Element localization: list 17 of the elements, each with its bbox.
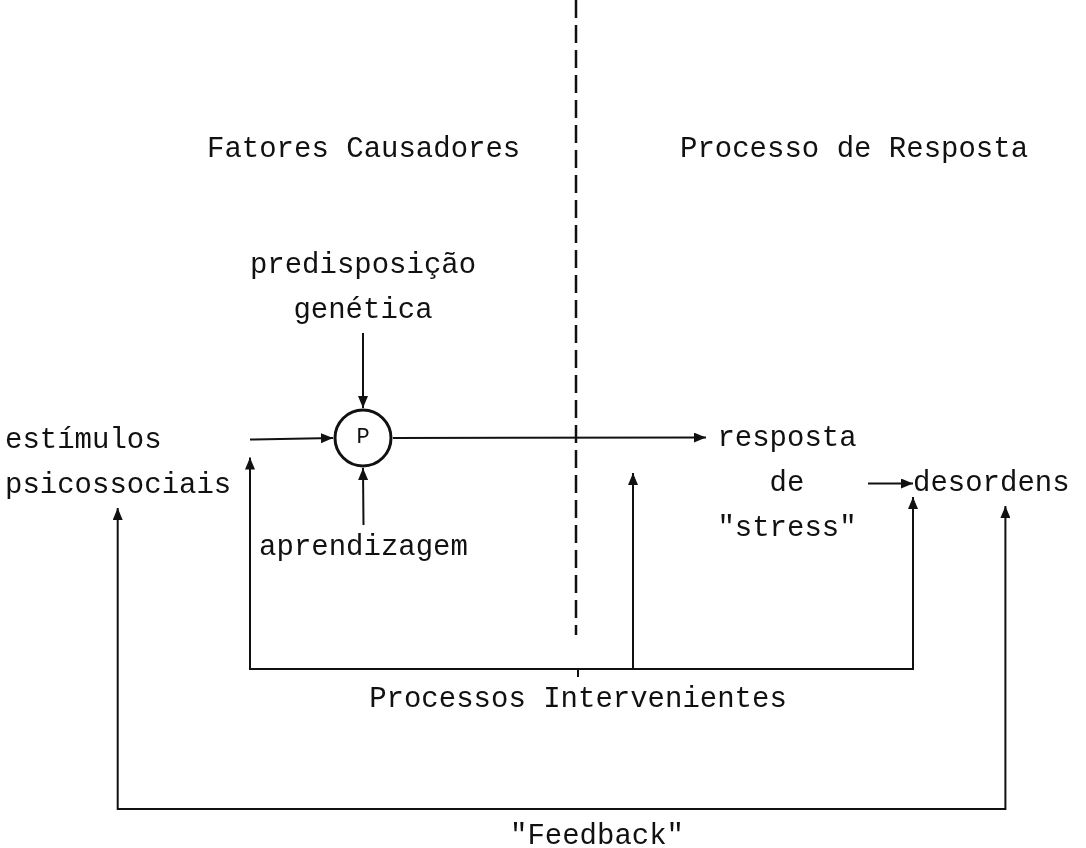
section-heading: Fatores Causadores (207, 132, 521, 168)
node-label: estímulos psicossociais (5, 418, 250, 508)
node-label: P (356, 426, 370, 450)
node-label: resposta de "stress" (706, 416, 868, 551)
arrow (392, 432, 707, 443)
section-heading: Processo de Resposta (680, 132, 1029, 168)
node-label: desordens (913, 461, 1081, 506)
node-label: predisposição genética (230, 243, 496, 333)
arrow (249, 433, 334, 444)
arrow (358, 467, 369, 526)
arrow (358, 332, 368, 409)
arrow (577, 496, 918, 678)
arrow (867, 478, 914, 489)
edge-label: "Feedback" (510, 819, 684, 848)
arrow (112, 505, 1011, 810)
node-label: aprendizagem (256, 525, 471, 565)
node-label: Processos Intervenientes (358, 677, 798, 717)
